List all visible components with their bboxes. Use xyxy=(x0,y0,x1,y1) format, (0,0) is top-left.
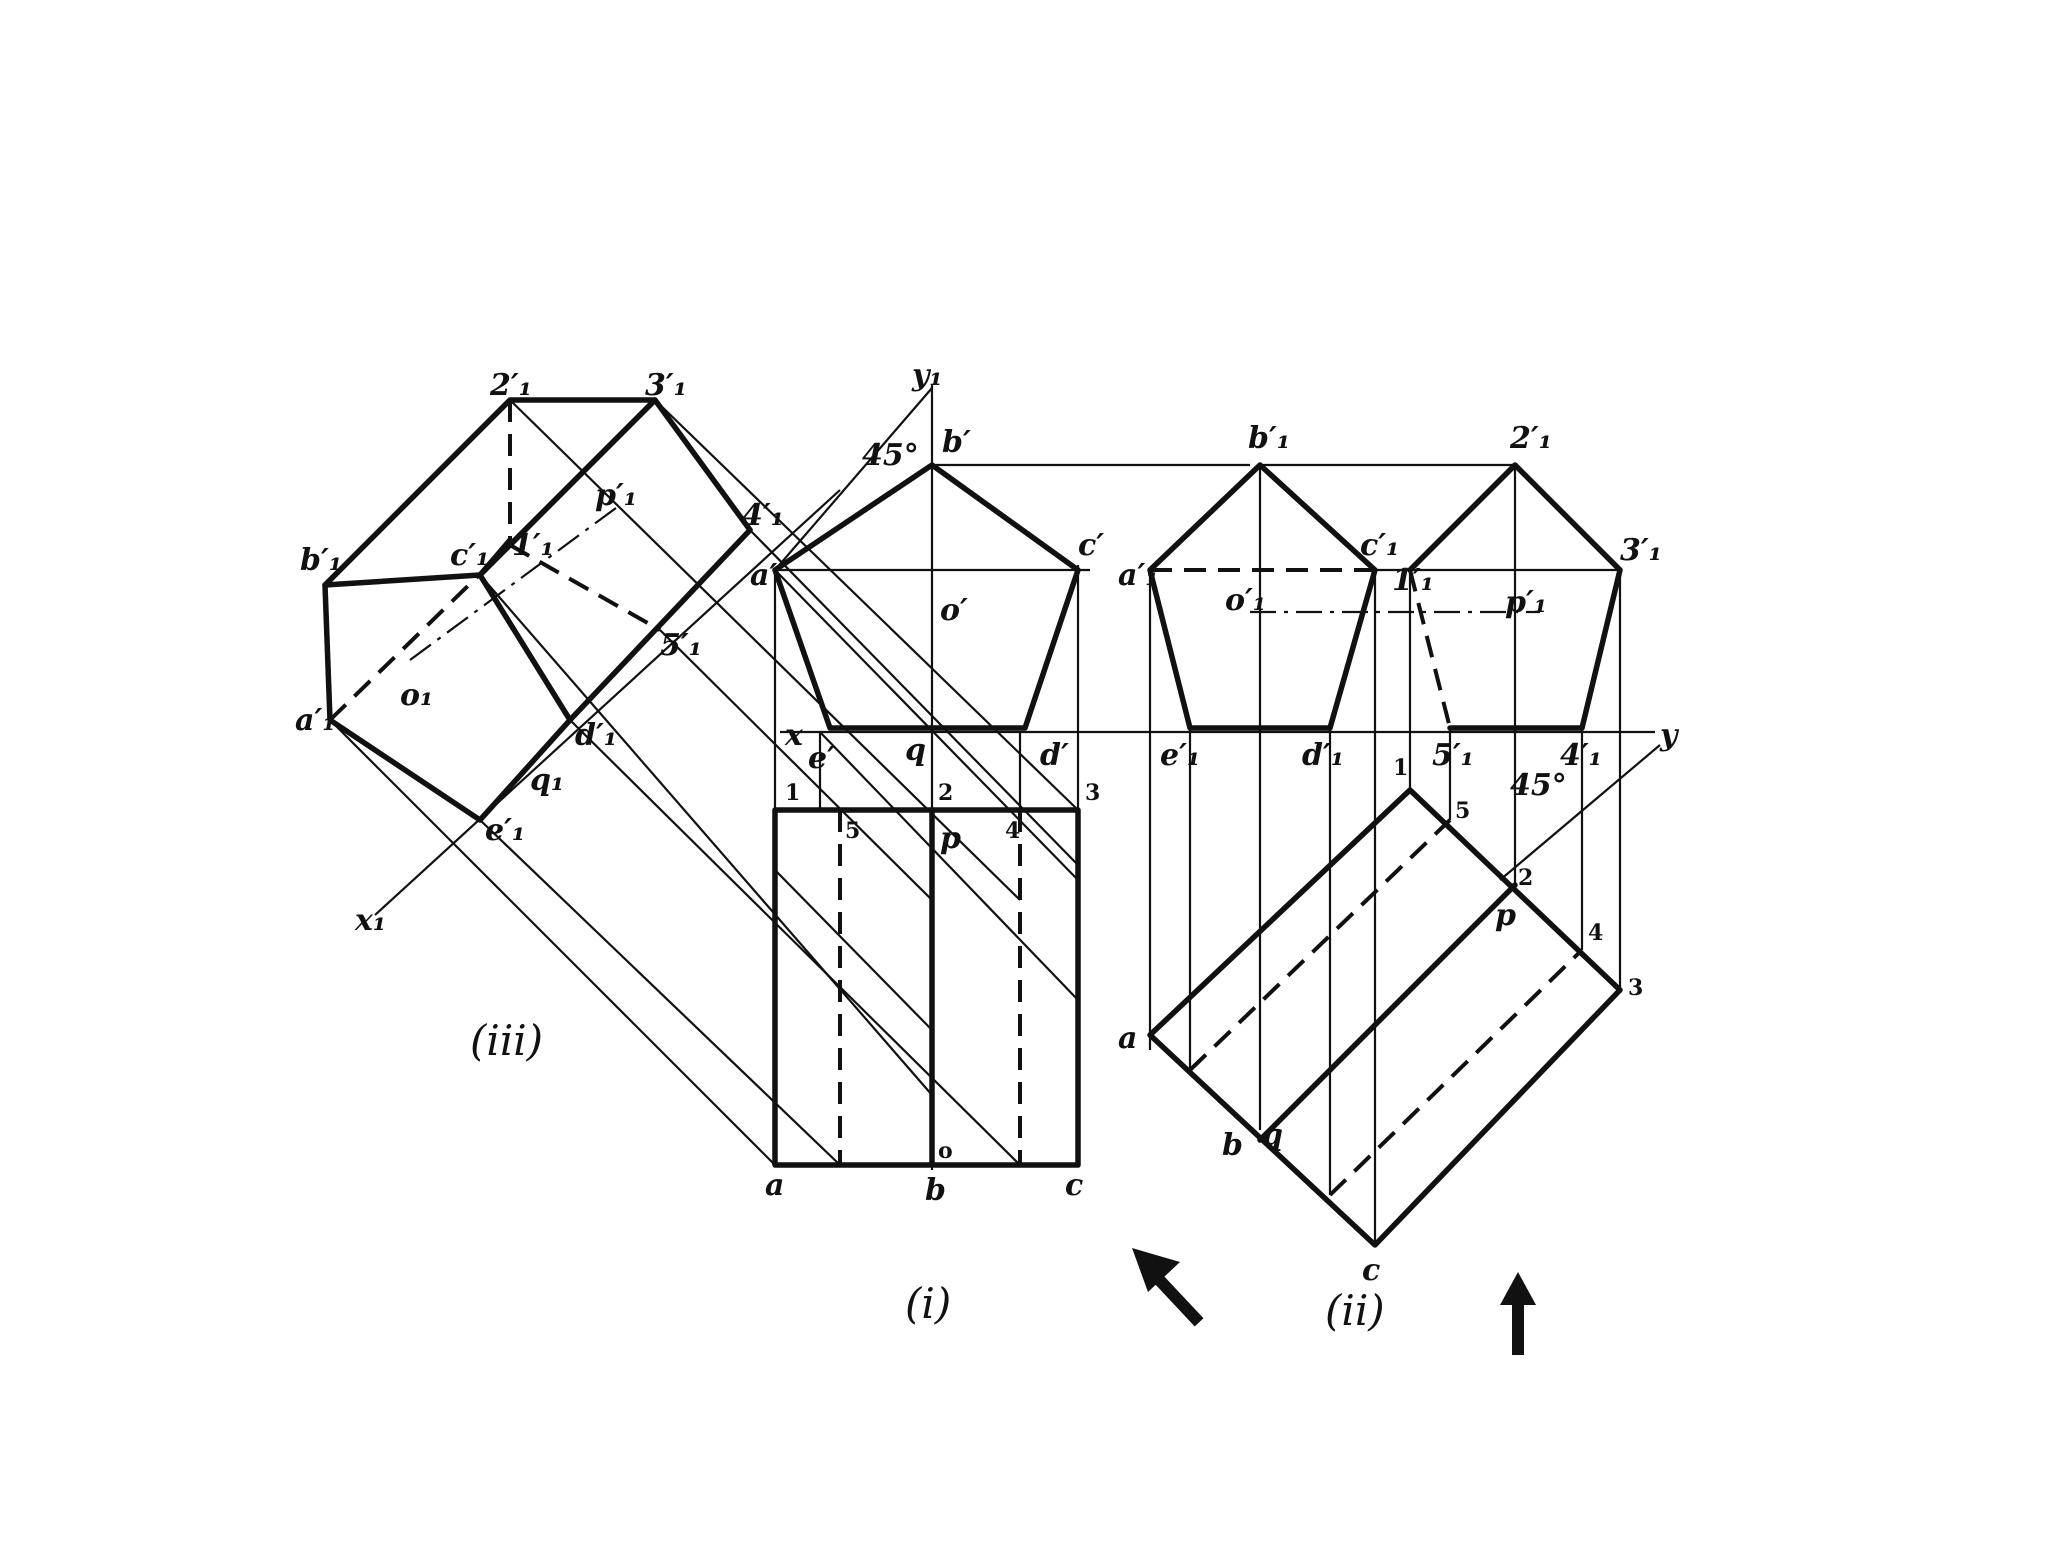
projector-diag-3 xyxy=(479,574,933,1096)
label-aux-4-1-prime: 4′₁ xyxy=(742,498,784,533)
projector-diag-7 xyxy=(509,399,1021,901)
aux-hidden-diag xyxy=(328,543,512,722)
label-aux-q1: q₁ xyxy=(530,763,564,798)
label-p: p xyxy=(940,821,961,856)
far-hidden-edge xyxy=(1408,569,1452,729)
caption-view-i: (i) xyxy=(905,1279,951,1328)
view-i-front-and-top: y₁ 45° b′ c′ a′ o′ x e′ q d′ 1 2 3 4 5 p… xyxy=(750,358,1655,1328)
view-ii-side-and-plan: b′₁ 2′₁ c′₁ 3′₁ a′₁ o′₁ p′₁ e′₁ d′₁ 1′₁ … xyxy=(1118,421,1680,1335)
label-aux-e1-prime: e′₁ xyxy=(485,813,525,848)
plan-hidden-edge-1 xyxy=(1188,818,1452,1072)
projector-diag-5 xyxy=(654,399,1079,811)
projector-diag-2 xyxy=(479,819,841,1166)
label-plan-2: 2 xyxy=(1518,865,1533,891)
label-c-prime: c′ xyxy=(1078,528,1104,563)
label-a1-prime: a′₁ xyxy=(1118,558,1159,593)
label-5-1-prime: 5′₁ xyxy=(1432,738,1474,773)
y1-axis-line xyxy=(774,387,933,571)
label-plan-5: 5 xyxy=(1455,798,1470,824)
label-o-prime: o′ xyxy=(940,593,968,628)
projector-diag-6 xyxy=(749,529,1079,866)
label-b: b xyxy=(925,1173,946,1208)
projector-diag-9 xyxy=(659,629,933,901)
label-aux-2-1-prime: 2′₁ xyxy=(489,368,532,403)
label-y1: y₁ xyxy=(911,358,943,393)
x1-axis-line xyxy=(374,489,841,916)
projector-diag-4 xyxy=(569,719,1021,1166)
label-3-1-prime: 3′₁ xyxy=(1620,533,1662,568)
top-view-rectangle xyxy=(772,807,1081,1168)
label-plan-1: 1 xyxy=(1393,755,1408,781)
label-aux-1-1-prime: 1′₁ xyxy=(512,528,554,563)
45-degree-line xyxy=(1499,744,1661,881)
label-angle-45-side: 45° xyxy=(1510,768,1567,803)
projector-diag-1 xyxy=(329,719,776,1166)
label-a: a xyxy=(765,1168,784,1203)
label-e-prime: e′ xyxy=(808,741,835,776)
label-o1-prime: o′₁ xyxy=(1225,583,1266,618)
label-aux-5-1-prime: 5′₁ xyxy=(660,628,702,663)
label-plan-b: b xyxy=(1222,1128,1243,1163)
plan-outline xyxy=(1147,787,1623,1248)
label-plan-3: 3 xyxy=(1628,975,1643,1001)
label-aux-p1-prime: p′₁ xyxy=(595,478,637,513)
near-pentagon xyxy=(1147,462,1378,731)
label-plan-a: a xyxy=(1118,1021,1137,1056)
label-q: q xyxy=(905,733,926,768)
aux-far-top-edges xyxy=(322,397,753,588)
label-b-prime: b′ xyxy=(942,425,971,460)
label-plan-p: p xyxy=(1495,898,1516,933)
label-2: 2 xyxy=(938,780,953,806)
projector-diag-8 xyxy=(774,569,1079,881)
label-d1-prime: d′₁ xyxy=(1302,738,1344,773)
label-y: y xyxy=(1659,718,1680,753)
plan-hidden-edge-2 xyxy=(1328,948,1584,1197)
arrow-up-left-icon xyxy=(1132,1248,1204,1327)
label-4-1-prime: 4′₁ xyxy=(1560,738,1602,773)
label-plan-c: c xyxy=(1362,1253,1380,1288)
view-iii-auxiliary: 2′₁ 3′₁ b′₁ c′₁ 1′₁ 4′₁ p′₁ 5′₁ a′₁ o₁ d… xyxy=(295,368,1079,1166)
aux-edge-d-to-4 xyxy=(567,527,753,723)
label-c: c xyxy=(1065,1168,1083,1203)
label-o: o xyxy=(938,1138,953,1164)
aux-left-edge xyxy=(323,584,332,721)
projector-diag-10 xyxy=(819,731,1079,1001)
label-1: 1 xyxy=(785,780,800,806)
label-x: x xyxy=(784,718,804,753)
aux-hidden-to-5 xyxy=(509,543,661,632)
label-aux-d1-prime: d′₁ xyxy=(575,718,617,753)
plan-mid-edge xyxy=(1257,882,1518,1143)
label-3: 3 xyxy=(1085,780,1100,806)
label-2-1-prime: 2′₁ xyxy=(1509,421,1552,456)
front-pentagon xyxy=(772,462,1081,731)
label-a-prime: a′ xyxy=(750,558,777,593)
caption-view-iii: (iii) xyxy=(470,1016,543,1065)
label-aux-x1: x₁ xyxy=(354,903,386,938)
label-aux-b1-prime: b′₁ xyxy=(300,543,342,578)
label-e1-prime: e′₁ xyxy=(1160,738,1200,773)
label-d-prime: d′ xyxy=(1040,738,1069,773)
label-aux-c1-prime: c′₁ xyxy=(450,538,489,573)
caption-view-ii: (ii) xyxy=(1325,1286,1385,1335)
label-4: 4 xyxy=(1005,818,1020,844)
projector-diag-11 xyxy=(774,869,933,1031)
label-p1-prime: p′₁ xyxy=(1505,585,1547,620)
label-plan-q: q xyxy=(1262,1118,1283,1153)
label-aux-3-1-prime: 3′₁ xyxy=(645,368,687,403)
label-1-1-prime: 1′₁ xyxy=(1392,563,1434,598)
label-plan-4: 4 xyxy=(1588,920,1603,946)
far-hidden-edge-top xyxy=(1408,463,1517,572)
label-angle-45: 45° xyxy=(862,438,919,473)
arrow-up-icon xyxy=(1500,1272,1536,1355)
label-c1-prime: c′₁ xyxy=(1360,528,1399,563)
label-aux-o1: o₁ xyxy=(400,678,433,713)
label-b1-prime: b′₁ xyxy=(1248,421,1290,456)
label-aux-a1-prime: a′₁ xyxy=(295,703,336,738)
